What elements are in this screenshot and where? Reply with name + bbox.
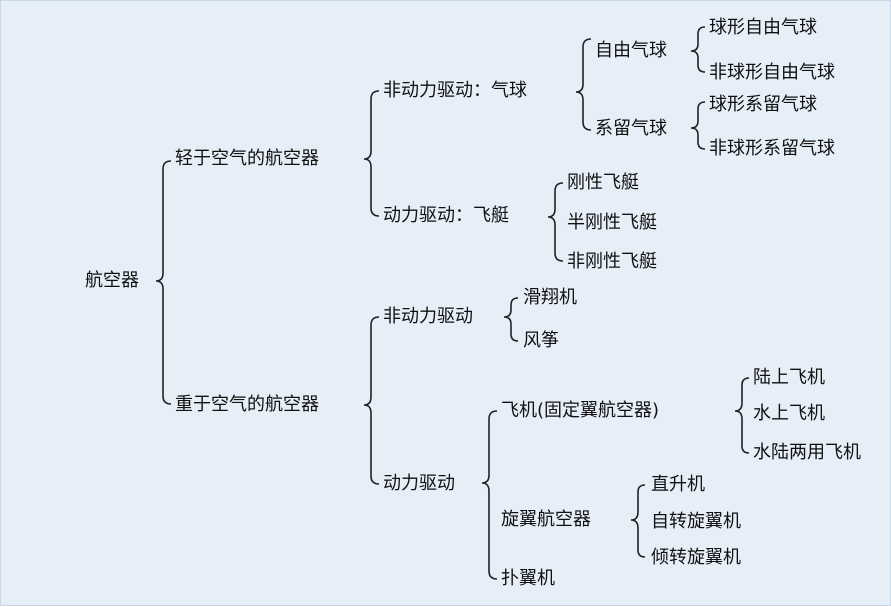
node-lighter-nonpowered: 非动力驱动：气球	[383, 80, 527, 101]
node-seaplane: 水上飞机	[753, 403, 825, 424]
bracket-free-balloon	[690, 26, 706, 73]
bracket-airship	[547, 182, 564, 262]
node-aircraft: 航空器	[85, 270, 139, 291]
bracket-rotorcraft	[630, 484, 646, 558]
bracket-balloon	[575, 38, 592, 131]
bracket-root	[155, 160, 172, 405]
node-heavier-nonpowered: 非动力驱动	[383, 306, 473, 327]
node-tethered-sphere-balloon: 球形系留气球	[709, 94, 817, 115]
bracket-lighter	[363, 90, 380, 217]
node-nonrigid-airship: 非刚性飞艇	[567, 251, 657, 272]
node-free-balloon: 自由气球	[595, 40, 667, 61]
bracket-airplane	[734, 377, 750, 454]
node-helicopter: 直升机	[651, 474, 705, 495]
node-semirigid-airship: 半刚性飞艇	[567, 212, 657, 233]
node-glider: 滑翔机	[523, 287, 577, 308]
node-tethered-balloon: 系留气球	[595, 118, 667, 139]
node-free-sphere-balloon: 球形自由气球	[709, 17, 817, 38]
bracket-heavier-powered	[481, 410, 498, 580]
node-landplane: 陆上飞机	[753, 367, 825, 388]
node-rigid-airship: 刚性飞艇	[567, 172, 639, 193]
node-rotorcraft: 旋翼航空器	[501, 509, 591, 530]
node-autogyro: 自转旋翼机	[651, 511, 741, 532]
node-tethered-nonsphere-balloon: 非球形系留气球	[709, 138, 835, 159]
node-lighter-powered: 动力驱动：飞艇	[383, 205, 509, 226]
node-heavier-than-air: 重于空气的航空器	[175, 394, 319, 415]
node-lighter-than-air: 轻于空气的航空器	[175, 148, 319, 169]
node-ornithopter: 扑翼机	[501, 568, 555, 589]
node-heavier-powered: 动力驱动	[383, 473, 455, 494]
bracket-heavier	[363, 316, 380, 485]
node-tiltrotor: 倾转旋翼机	[651, 547, 741, 568]
node-airplane: 飞机(固定翼航空器)	[501, 400, 660, 421]
bracket-heavier-nonpowered	[503, 297, 519, 342]
bracket-tethered-balloon	[690, 101, 706, 150]
node-free-nonsphere-balloon: 非球形自由气球	[709, 62, 835, 83]
node-kite: 风筝	[523, 330, 559, 351]
node-amphibian: 水陆两用飞机	[753, 442, 861, 463]
